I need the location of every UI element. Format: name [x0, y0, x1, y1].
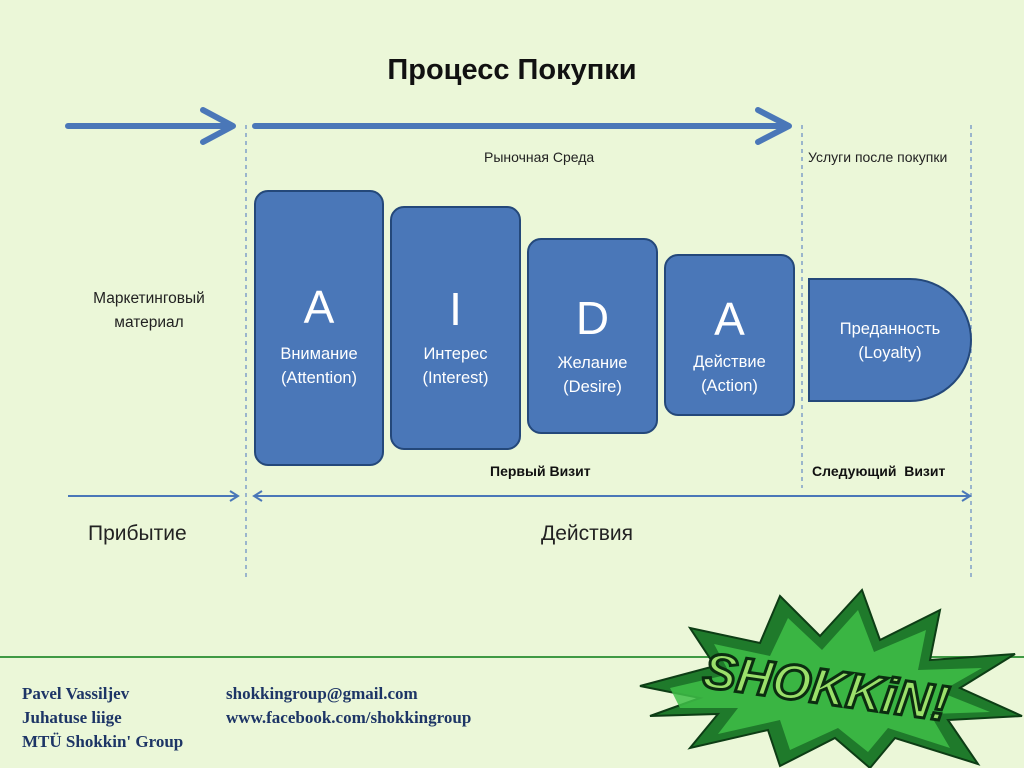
footer-divider — [0, 656, 1024, 658]
stage-letter: D — [575, 292, 610, 344]
stage-word-ru: Внимание — [280, 345, 358, 363]
stage-word-ru: Желание — [557, 354, 628, 372]
marketing-material-label: Маркетинговый материал — [60, 287, 238, 335]
first-visit-label: Первый Визит — [490, 463, 591, 479]
footer-contact-person: Pavel Vassiljev Juhatuse liige MTÜ Shokk… — [22, 682, 183, 754]
footer-email[interactable]: shokkingroup@gmail.com — [226, 684, 418, 703]
footer-contact-links: shokkingroup@gmail.com www.facebook.com/… — [226, 682, 471, 730]
arrival-label: Прибытие — [88, 522, 187, 545]
bottom-arrow-double — [252, 490, 972, 502]
top-arrow-left — [65, 107, 236, 145]
footer-org: MTÜ Shokkin' Group — [22, 732, 184, 751]
stage-word-ru: Интерес — [423, 345, 488, 363]
dashed-separators — [245, 125, 972, 578]
footer-name: Pavel Vassiljev — [22, 684, 130, 703]
footer-facebook[interactable]: www.facebook.com/shokkingroup — [226, 708, 472, 727]
stage-word-en: (Interest) — [422, 369, 489, 387]
shokkin-logo: SHOKKiN! — [639, 588, 1023, 768]
stage-letter: A — [303, 281, 335, 333]
stage-interest: I Интерес (Interest) — [390, 206, 521, 450]
stage-word-ru: Действие — [693, 353, 766, 371]
market-environment-label: Рыночная Среда — [484, 149, 595, 165]
stage-desire: D Желание (Desire) — [527, 238, 658, 434]
stage-word-en: (Attention) — [280, 369, 358, 387]
marketing-line-1: Маркетинговый — [93, 290, 205, 307]
stage-letter: A — [714, 293, 745, 345]
stage-letter: I — [449, 283, 462, 335]
actions-label: Действия — [541, 522, 634, 545]
stage-loyalty: Преданность (Loyalty) — [808, 278, 972, 402]
stage-action: A Действие (Action) — [664, 254, 795, 416]
stage-word-en: (Desire) — [563, 378, 622, 396]
marketing-line-2: материал — [114, 314, 184, 331]
stage-word-en: (Action) — [701, 377, 758, 395]
stage-attention: A Внимание (Attention) — [254, 190, 384, 466]
after-sales-label: Услуги после покупки — [808, 149, 948, 165]
next-visit-label: Следующий Визит — [812, 463, 946, 479]
loyalty-word-en: (Loyalty) — [858, 344, 922, 362]
loyalty-word-ru: Преданность — [839, 320, 941, 338]
bottom-arrow-left — [68, 490, 240, 502]
top-arrow-right — [252, 107, 792, 145]
footer-role: Juhatuse liige — [22, 708, 122, 727]
diagram-title: Процесс Покупки — [387, 54, 637, 86]
